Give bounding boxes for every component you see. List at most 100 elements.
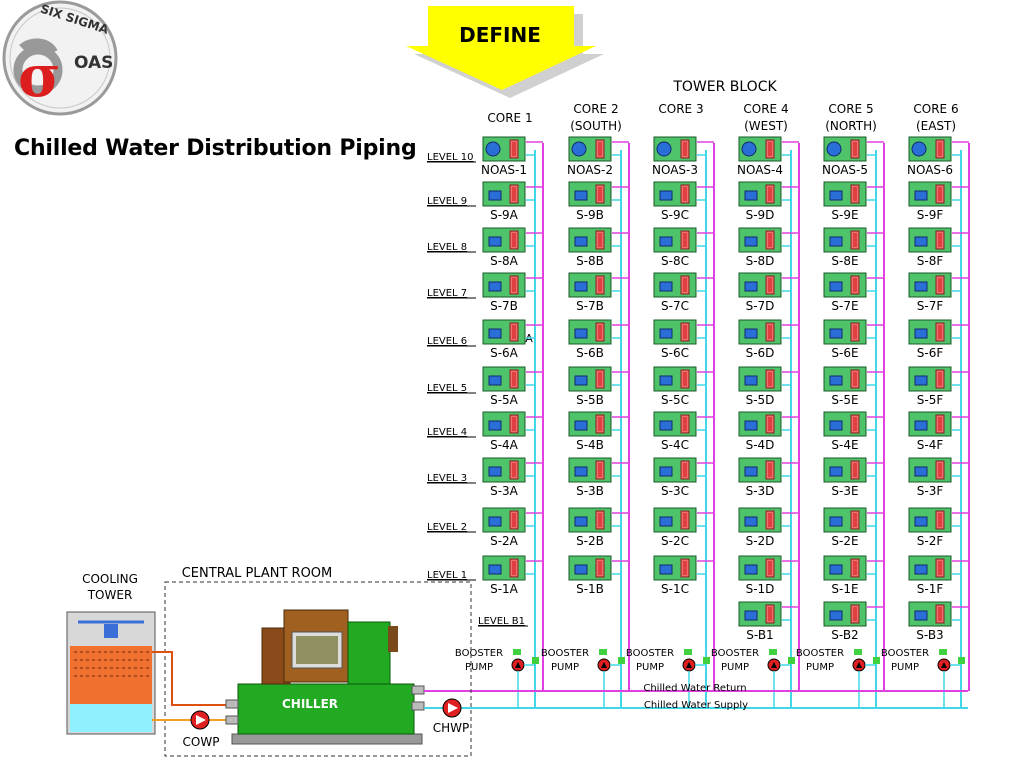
- level-label: LEVEL 2: [427, 522, 467, 533]
- level-label: LEVEL B1: [478, 616, 525, 627]
- define-label: DEFINE: [459, 23, 541, 47]
- supply-label: Chilled Water Supply: [644, 700, 748, 711]
- unit-label: S-4F: [917, 438, 944, 452]
- unit-label: S-9A: [490, 208, 519, 222]
- core-title: (EAST): [916, 119, 956, 133]
- unit-label: S-8C: [661, 254, 689, 268]
- ahu-unit: [908, 227, 952, 253]
- ahu-unit: [738, 457, 782, 483]
- ahu-unit: [908, 319, 952, 345]
- ahu-unit: [482, 136, 526, 162]
- unit-label: NOAS-1: [481, 163, 527, 177]
- level-label: LEVEL 8: [427, 242, 467, 253]
- chwp-label: CHWP: [433, 721, 470, 735]
- unit-label: S-2E: [831, 534, 858, 548]
- svg-text:PUMP: PUMP: [806, 662, 834, 673]
- ahu-unit: [908, 411, 952, 437]
- level-label: LEVEL 9: [427, 196, 467, 207]
- ahu-unit: [738, 136, 782, 162]
- cowp-pump: COWP: [183, 710, 219, 749]
- ahu-unit: [653, 181, 697, 207]
- cooling-tower-label-1: COOLING: [82, 572, 138, 586]
- unit-label: S-2F: [917, 534, 944, 548]
- core-title: CORE 4: [743, 102, 788, 116]
- unit-label: S-7F: [917, 299, 944, 313]
- ahu-unit: [653, 507, 697, 533]
- svg-text:BOOSTER: BOOSTER: [881, 648, 929, 659]
- unit-label: S-8F: [917, 254, 944, 268]
- unit-label: S-B2: [831, 628, 858, 642]
- ahu-unit: [482, 555, 526, 581]
- ahu-unit: [908, 366, 952, 392]
- ahu-unit: [568, 319, 612, 345]
- unit-label: S-8A: [490, 254, 519, 268]
- unit-label: S-6F: [917, 346, 944, 360]
- unit-label: S-1F: [917, 582, 944, 596]
- ahu-unit: [823, 319, 867, 345]
- unit-label: S-7E: [831, 299, 858, 313]
- ahu-unit: [568, 411, 612, 437]
- unit-label: S-7D: [746, 299, 775, 313]
- ahu-unit: [908, 555, 952, 581]
- central-plant-room: CENTRAL PLANT ROOM: [164, 566, 472, 757]
- unit-label: S-5F: [917, 393, 944, 407]
- ahu-unit: [568, 507, 612, 533]
- unit-label: S-1C: [661, 582, 689, 596]
- svg-text:PUMP: PUMP: [636, 662, 664, 673]
- logo-sigma: σ: [18, 42, 61, 110]
- unit-label: S-6A: [490, 346, 519, 360]
- booster-pump: BOOSTER PUMP: [796, 648, 880, 673]
- core-title: CORE 3: [658, 102, 703, 116]
- ahu-unit: [482, 227, 526, 253]
- ahu-unit: [482, 181, 526, 207]
- ahu-unit: [653, 227, 697, 253]
- unit-label: S-8D: [746, 254, 775, 268]
- unit-label: NOAS-3: [652, 163, 698, 177]
- ahu-unit: [823, 136, 867, 162]
- unit-label: S-1B: [576, 582, 604, 596]
- svg-text:BOOSTER: BOOSTER: [796, 648, 844, 659]
- unit-label: NOAS-6: [907, 163, 953, 177]
- central-plant-label: CENTRAL PLANT ROOM: [182, 566, 333, 581]
- ahu-unit: [738, 181, 782, 207]
- ahu-unit: [482, 272, 526, 298]
- core-title: (WEST): [744, 119, 788, 133]
- ahu-unit: [568, 366, 612, 392]
- define-banner: DEFINE: [406, 6, 604, 98]
- unit-label: S-B1: [746, 628, 773, 642]
- unit-label: S-3C: [661, 484, 689, 498]
- ahu-unit: [738, 507, 782, 533]
- ahu-unit: [653, 555, 697, 581]
- unit-label: S-4A: [490, 438, 519, 452]
- level-label: LEVEL 4: [427, 427, 467, 438]
- core-title: (NORTH): [825, 119, 877, 133]
- unit-label: S-6D: [746, 346, 775, 360]
- level-label: LEVEL 5: [427, 383, 467, 394]
- ahu-unit: [568, 181, 612, 207]
- ahu-unit: [482, 411, 526, 437]
- unit-label: S-6B: [576, 346, 604, 360]
- unit-label: S-5D: [746, 393, 775, 407]
- unit-label: S-8E: [831, 254, 858, 268]
- ahu-unit: [568, 272, 612, 298]
- condenser-water-pipe-hot: [152, 651, 236, 706]
- unit-label: NOAS-5: [822, 163, 868, 177]
- svg-text:PUMP: PUMP: [551, 662, 579, 673]
- logo-bottom-text: OAS: [74, 53, 113, 73]
- ahu-unit: [908, 457, 952, 483]
- tower-block-label: TOWER BLOCK: [672, 79, 777, 95]
- unit-label: S-2D: [746, 534, 775, 548]
- level-label: LEVEL 7: [427, 288, 467, 299]
- ahu-unit: [823, 272, 867, 298]
- ahu-unit: [908, 181, 952, 207]
- svg-text:PUMP: PUMP: [891, 662, 919, 673]
- svg-text:PUMP: PUMP: [465, 662, 493, 673]
- ahu-unit: [738, 227, 782, 253]
- ahu-unit: [568, 136, 612, 162]
- ahu-unit: [738, 319, 782, 345]
- unit-label: S-3D: [746, 484, 775, 498]
